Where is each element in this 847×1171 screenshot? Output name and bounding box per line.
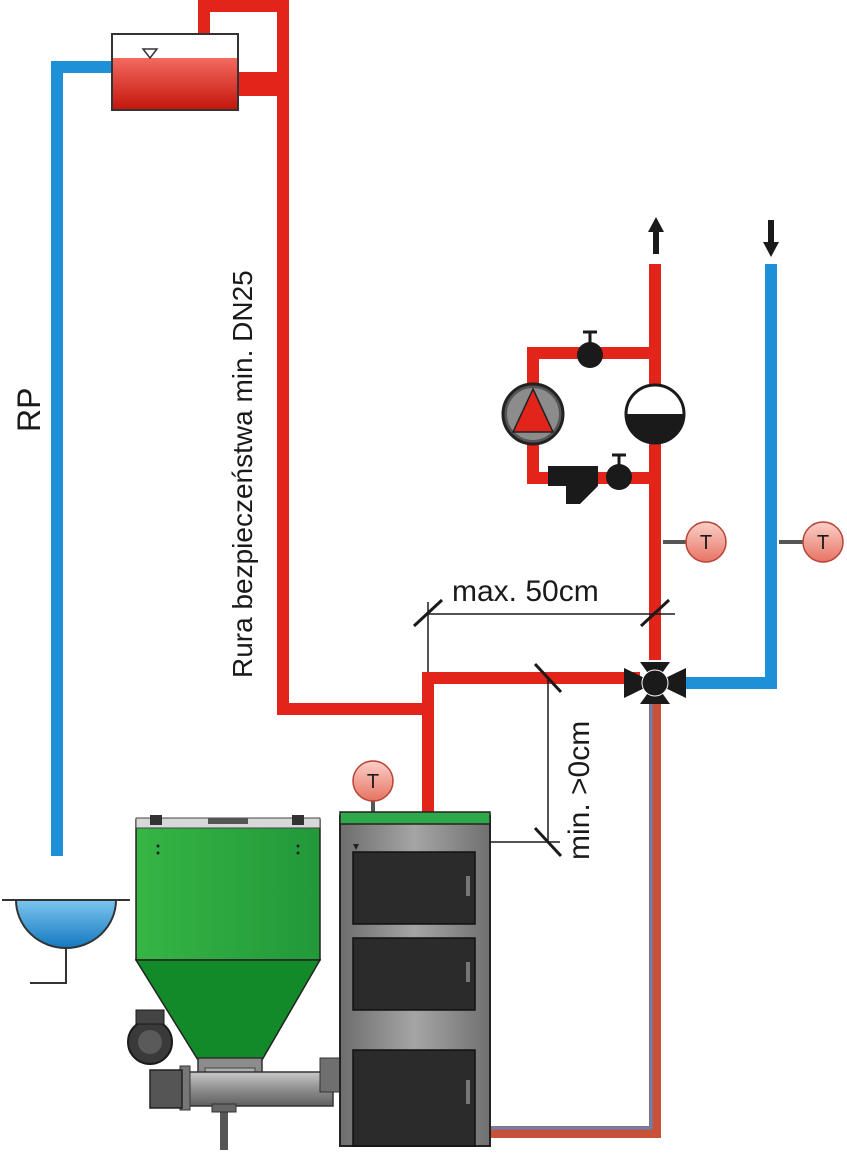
- boiler-temperature-sensor: T: [352, 760, 394, 813]
- rp-blue-pipe: [51, 61, 112, 856]
- boiler-return-pipe: [490, 704, 661, 1138]
- supply-sensor-letter: T: [700, 532, 712, 554]
- rp-label: RP: [11, 388, 47, 432]
- open-expansion-tank-icon: [111, 33, 239, 111]
- safety-pipe-label: Rura bezpieczeństwa min. DN25: [227, 270, 258, 678]
- pellet-feeder: [127, 1009, 343, 1150]
- circulation-pump-icon: [501, 382, 565, 446]
- expansion-tank-icon: [624, 383, 686, 445]
- return-temperature-sensor: T: [779, 521, 844, 563]
- min-distance-label: min. >0cm: [563, 721, 596, 860]
- boiler-supply-pipe: [422, 672, 640, 812]
- boiler-sensor-letter: T: [367, 771, 379, 793]
- ball-valve-top-icon: [577, 330, 603, 368]
- strainer-icon: [548, 466, 598, 504]
- return-sensor-letter: T: [817, 532, 829, 554]
- supply-temperature-sensor: T: [663, 521, 727, 563]
- ball-valve-bottom-icon: [606, 453, 632, 490]
- arrow-up-icon: [648, 217, 664, 254]
- four-way-valve-icon: [624, 662, 686, 704]
- arrow-down-icon: [763, 220, 779, 257]
- overflow-funnel-icon: [2, 899, 130, 984]
- safety-red-pipe: [238, 84, 428, 715]
- dimension-min-0cm: [490, 662, 563, 858]
- network-return-pipe: [686, 264, 777, 689]
- max-distance-label: max. 50cm: [452, 575, 599, 608]
- overflow-red-pipe: [198, 0, 289, 84]
- dimension-max-50cm: [412, 598, 675, 672]
- boiler: [339, 811, 491, 1147]
